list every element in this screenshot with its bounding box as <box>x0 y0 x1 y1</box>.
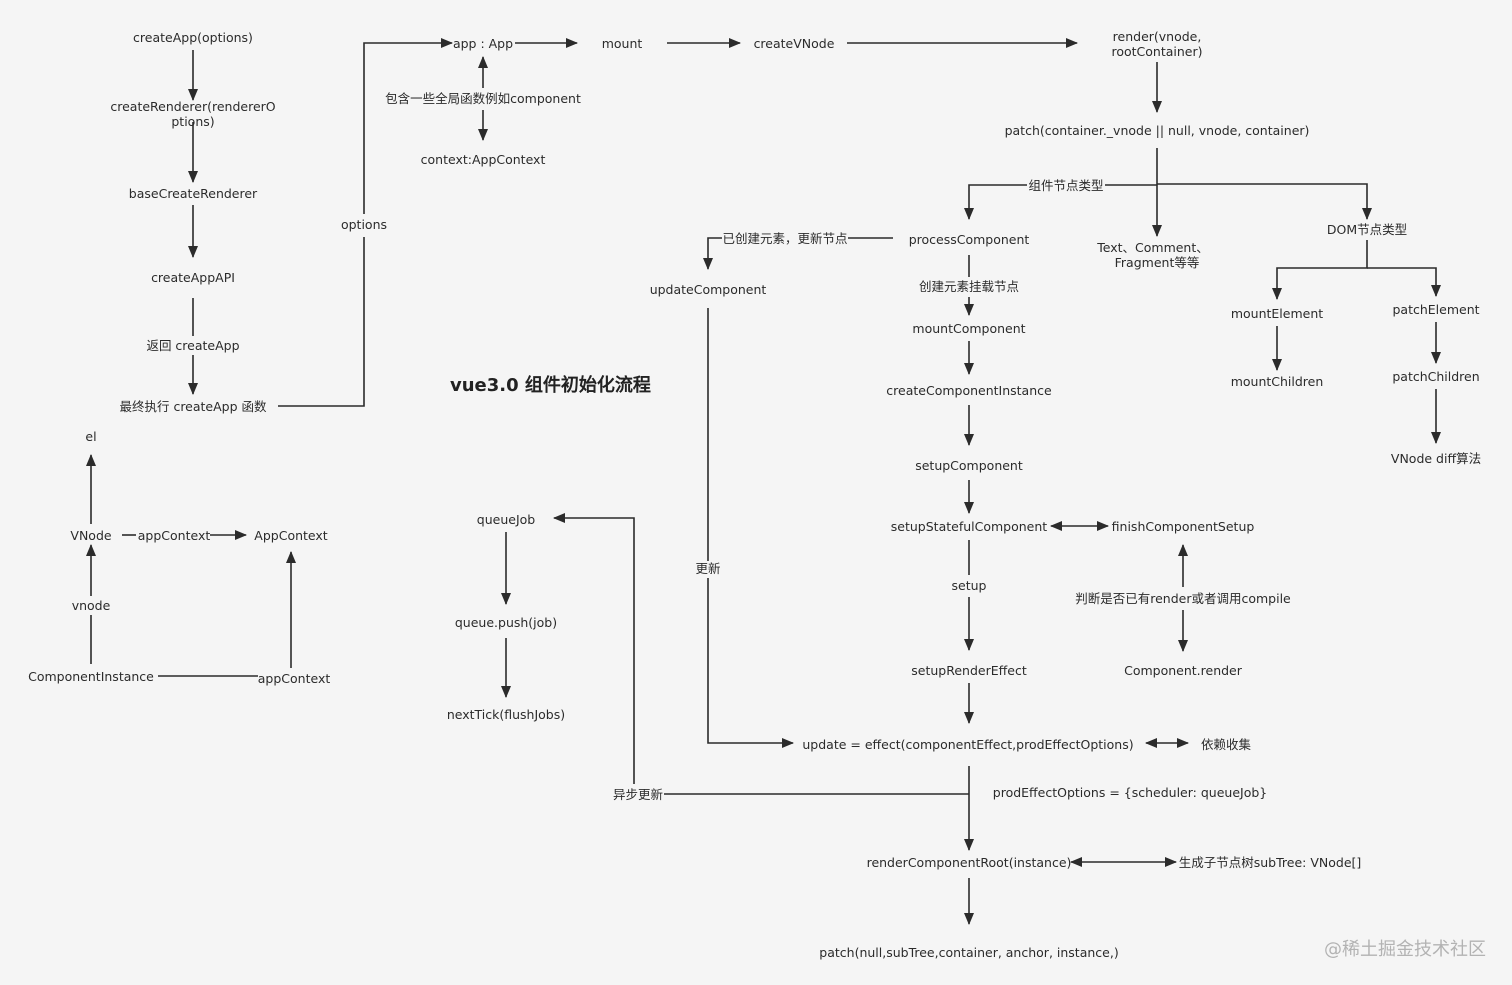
watermark: @稀土掘金技术社区 <box>1324 939 1486 960</box>
node-queue-push: queue.push(job) <box>455 615 557 630</box>
node-basecreaterenderer: baseCreateRenderer <box>129 186 258 201</box>
node-patchchildren: patchChildren <box>1392 369 1479 384</box>
node-queuejob: queueJob <box>477 512 535 527</box>
node-vnode-diff: VNode diff算法 <box>1391 451 1481 466</box>
node-createappapi: createAppAPI <box>151 270 235 285</box>
node-text-comment-line1: Text、Comment、 <box>1096 240 1209 255</box>
node-setup: setup <box>952 578 987 593</box>
node-createrenderer-line2: ptions) <box>171 114 214 129</box>
node-render-line1: render(vnode, <box>1113 29 1202 44</box>
node-dom-type: DOM节点类型 <box>1327 222 1407 237</box>
node-createvnode: createVNode <box>754 36 835 51</box>
edge-label-appcontext-a: appContext <box>138 528 211 543</box>
node-componentinstance: ComponentInstance <box>28 669 154 684</box>
node-appcontext: AppContext <box>254 528 327 543</box>
node-finishcomponentsetup: finishComponentSetup <box>1112 519 1255 534</box>
connectors <box>86 38 1441 925</box>
node-mountelement: mountElement <box>1231 306 1323 321</box>
edge-label-contains-global: 包含一些全局函数例如component <box>385 91 581 106</box>
edge-labels: 返回 createApp options 包含一些全局函数例如component… <box>138 91 1291 802</box>
node-mount: mount <box>602 36 643 51</box>
node-mountcomponent: mountComponent <box>912 321 1025 336</box>
node-render-line2: rootContainer) <box>1111 44 1202 59</box>
edge-label-component-type: 组件节点类型 <box>1028 178 1103 193</box>
node-setupcomponent: setupComponent <box>915 458 1023 473</box>
node-text-comment-line2: Fragment等等 <box>1115 255 1200 270</box>
edge-label-update: 更新 <box>695 561 720 576</box>
node-setuprendereffect: setupRenderEffect <box>911 663 1027 678</box>
node-prod-effect-options: prodEffectOptions = {scheduler: queueJob… <box>993 785 1267 800</box>
node-rendercomponentroot: renderComponentRoot(instance) <box>867 855 1072 870</box>
node-vnode: VNode <box>70 528 111 543</box>
edge-label-created-update: 已创建元素，更新节点 <box>722 231 847 246</box>
node-patchelement: patchElement <box>1392 302 1479 317</box>
edge-label-judge-render: 判断是否已有render或者调用compile <box>1075 591 1291 606</box>
node-createrenderer-line1: createRenderer(rendererO <box>110 99 275 114</box>
node-patch-container: patch(container._vnode || null, vnode, c… <box>1005 123 1310 138</box>
node-createapp-options: createApp(options) <box>133 30 253 45</box>
node-vnode-lower: vnode <box>72 598 111 613</box>
node-createcomponentinstance: createComponentInstance <box>886 383 1052 398</box>
node-patch-null: patch(null,subTree,container, anchor, in… <box>819 945 1118 960</box>
node-updatecomponent: updateComponent <box>650 282 767 297</box>
node-generate-subtree: 生成子节点树subTree: VNode[] <box>1179 855 1362 870</box>
node-dep-collect: 依赖收集 <box>1201 737 1252 752</box>
node-setupstatefulcomponent: setupStatefulComponent <box>891 519 1048 534</box>
node-el: el <box>85 429 96 444</box>
node-component-render: Component.render <box>1124 663 1243 678</box>
node-update-effect: update = effect(componentEffect,prodEffe… <box>802 737 1133 752</box>
edge-label-return-createapp: 返回 createApp <box>146 338 239 353</box>
edge-label-appcontext-b: appContext <box>258 671 331 686</box>
node-mountchildren: mountChildren <box>1231 374 1324 389</box>
node-labels: createApp(options) createRenderer(render… <box>28 29 1481 960</box>
node-app: app : App <box>453 36 513 51</box>
edge-label-create-mount: 创建元素挂载节点 <box>919 279 1019 294</box>
edge-label-async-update: 异步更新 <box>613 787 663 802</box>
node-final-createapp: 最终执行 createApp 函数 <box>119 399 267 414</box>
node-context: context:AppContext <box>421 152 546 167</box>
edge-label-options: options <box>341 217 387 232</box>
node-processcomponent: processComponent <box>909 232 1030 247</box>
node-nexttick: nextTick(flushJobs) <box>447 707 565 722</box>
diagram-title: vue3.0 组件初始化流程 <box>450 374 651 396</box>
